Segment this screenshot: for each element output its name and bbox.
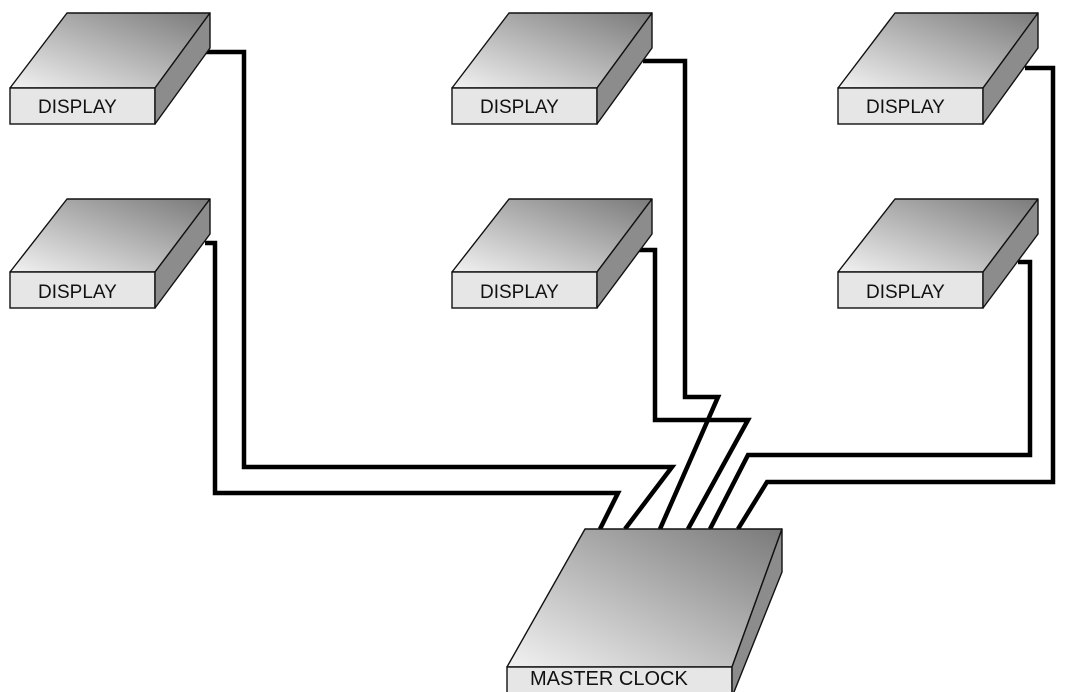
wire-display-top-right: [736, 65, 1056, 531]
wire-display-top-middle: [643, 58, 722, 530]
box-side-face: [982, 12, 1039, 125]
display-label: DISPLAY: [38, 97, 117, 118]
display-top-right: DISPLAY: [837, 12, 1039, 125]
display-label: DISPLAY: [38, 282, 117, 303]
display-label: DISPLAY: [866, 282, 945, 303]
box-front-face: [9, 271, 156, 309]
wire-display-top-left: [206, 49, 677, 531]
box-side-face: [982, 198, 1039, 309]
wire-display-bottom-middle: [638, 247, 752, 531]
display-top-left: DISPLAY: [9, 12, 211, 125]
box-side-face: [731, 528, 783, 692]
display-label: DISPLAY: [480, 97, 559, 118]
display-top-middle: DISPLAY: [451, 12, 653, 125]
wire-display-bottom-left: [205, 240, 622, 531]
box-front-face: [9, 87, 156, 125]
display-label: DISPLAY: [866, 97, 945, 118]
box-side-face: [154, 198, 211, 309]
box-side-face: [596, 12, 653, 125]
wires: [205, 49, 1056, 531]
display-bottom-middle: DISPLAY: [451, 198, 653, 309]
display-bottom-left: DISPLAY: [9, 198, 211, 309]
master-clock-label: MASTER CLOCK: [530, 668, 688, 690]
box-side-face: [596, 198, 653, 309]
box-side-face: [154, 12, 211, 125]
master-clock: MASTER CLOCK: [506, 528, 783, 692]
box-front-face: [837, 271, 984, 309]
display-label: DISPLAY: [480, 282, 559, 303]
box-front-face: [451, 271, 598, 309]
display-bottom-right: DISPLAY: [837, 198, 1039, 309]
box-front-face: [837, 87, 984, 125]
wire-display-bottom-right: [707, 259, 1033, 531]
box-front-face: [506, 666, 733, 692]
